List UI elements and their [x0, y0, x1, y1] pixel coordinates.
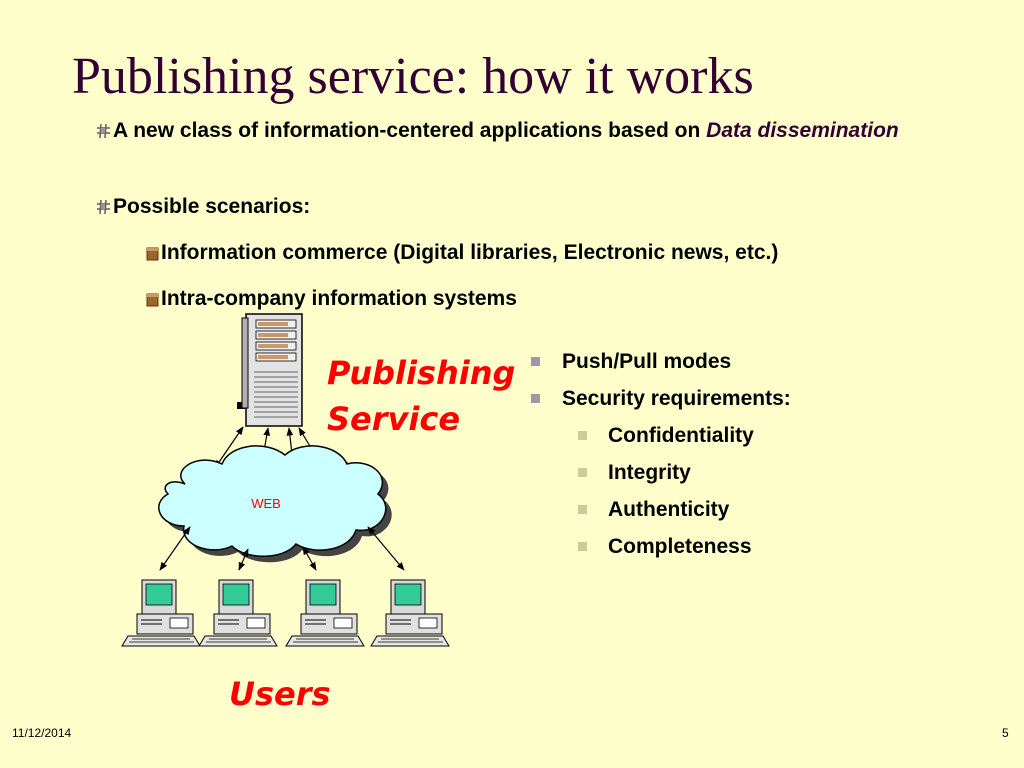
book-bullet-icon: [146, 241, 159, 269]
square-bullet-icon: [531, 357, 540, 366]
hash-bullet-icon: [96, 119, 111, 147]
book-bullet-icon: [146, 287, 159, 315]
footer-page-number: 5: [1002, 726, 1009, 740]
sub-item-integrity: Integrity: [608, 461, 691, 484]
sub-bullet-text: Information commerce (Digital libraries,…: [161, 241, 779, 264]
security-item: Security requirements:: [562, 387, 791, 410]
user-arrows: [159, 526, 405, 571]
users-label: Users: [229, 675, 331, 713]
cloud-label: WEB: [251, 496, 281, 511]
push-pull-item: Push/Pull modes: [562, 350, 732, 373]
bullet-possible-scenarios: Possible scenarios:: [96, 193, 926, 223]
label-line: Service: [327, 400, 461, 438]
user-computers: [121, 579, 450, 647]
sub-item-completeness: Completeness: [608, 535, 752, 558]
bullet-text: Possible scenarios:: [113, 195, 311, 218]
hash-bullet-icon: [96, 195, 111, 223]
computer-icon: [285, 579, 365, 647]
bullet-text: A new class of information-centered appl…: [113, 119, 707, 142]
server-icon: [237, 313, 303, 427]
square-bullet-icon: [578, 542, 587, 551]
square-bullet-icon: [578, 431, 587, 440]
sub-item-authenticity: Authenticity: [608, 498, 730, 521]
bullet-data-dissemination: A new class of information-centered appl…: [96, 117, 926, 147]
footer-date: 11/12/2014: [12, 726, 72, 740]
sub-bullet-information-commerce: Information commerce (Digital libraries,…: [146, 239, 778, 269]
label-line: Publishing: [327, 354, 516, 392]
sub-bullet-intra-company: Intra-company information systems: [146, 285, 517, 315]
square-bullet-icon: [578, 505, 587, 514]
square-bullet-icon: [578, 468, 587, 477]
computer-icon: [370, 579, 450, 647]
computer-icon: [121, 579, 201, 647]
computer-icon: [198, 579, 278, 647]
publishing-service-label: Publishing Service: [327, 350, 515, 442]
square-bullet-icon: [531, 394, 540, 403]
bullet-emphasis-text: Data dissemination: [706, 119, 899, 142]
sub-bullet-text: Intra-company information systems: [161, 287, 517, 310]
web-cloud: WEB: [158, 445, 392, 563]
slide-title: Publishing service: how it works: [72, 48, 754, 105]
sub-item-confidentiality: Confidentiality: [608, 424, 754, 447]
